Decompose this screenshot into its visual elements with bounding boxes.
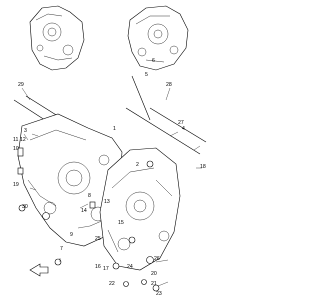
callout-19: 19 xyxy=(13,182,19,188)
callout-13: 13 xyxy=(104,199,110,205)
leader-lines xyxy=(21,87,202,287)
crankcase-exploded-diagram: Ĉ xyxy=(13,5,207,297)
callout-labels: 1 2 3 4 5 6 7 8 9 10 11 12 13 14 15 16 1… xyxy=(13,58,206,297)
callout-11: 11 xyxy=(13,137,18,143)
callout-5: 5 xyxy=(145,72,148,78)
callout-29: 29 xyxy=(18,82,24,88)
callout-4: 4 xyxy=(182,126,185,132)
callout-20: 20 xyxy=(151,271,157,277)
callout-1: 1 xyxy=(113,126,116,132)
callout-16: 16 xyxy=(95,264,101,270)
callout-27: 27 xyxy=(178,120,184,126)
callout-22: 22 xyxy=(109,281,115,287)
callout-9: 9 xyxy=(70,232,73,238)
callout-2: 2 xyxy=(136,162,139,168)
inset-right-crankcase-view xyxy=(127,5,189,71)
callout-10: 10 xyxy=(13,146,19,152)
small-parts xyxy=(17,147,160,292)
callout-6: 6 xyxy=(152,58,155,64)
callout-24: 24 xyxy=(127,264,133,270)
callout-23: 23 xyxy=(156,291,162,297)
callout-30: 30 xyxy=(22,204,28,210)
callout-18: 18 xyxy=(200,164,206,170)
inset-left-crankcase-view xyxy=(29,5,85,71)
callout-25: 25 xyxy=(95,236,101,242)
callout-12: 12 xyxy=(20,137,26,143)
callout-14: 14 xyxy=(81,208,87,214)
callout-15: 15 xyxy=(118,220,124,226)
callout-3: 3 xyxy=(24,128,27,134)
callout-28: 28 xyxy=(166,82,172,88)
callout-26: 26 xyxy=(154,256,160,262)
callout-17: 17 xyxy=(103,266,109,272)
forward-arrow-icon xyxy=(29,263,49,277)
callout-7: 7 xyxy=(60,246,63,252)
callout-21: 21 xyxy=(151,281,157,287)
callout-8: 8 xyxy=(88,193,91,199)
right-crankcase-half xyxy=(99,147,181,271)
